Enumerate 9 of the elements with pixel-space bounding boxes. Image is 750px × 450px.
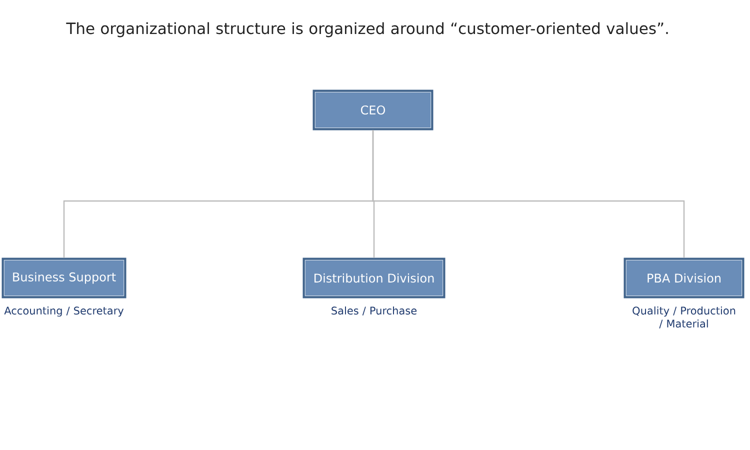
org-box: Distribution Division: [302, 258, 446, 298]
connector-line: [372, 130, 685, 258]
org-box: PBA Division: [624, 258, 744, 298]
role-caption: Quality / Production / Material: [632, 306, 736, 328]
role-caption: Accounting / Secretary: [4, 306, 124, 317]
role-caption: Sales / Purchase: [332, 306, 417, 316]
title: The organizational structure is organized around “customer-oriented values”.: [66, 22, 668, 38]
org-box: Business Support: [2, 258, 126, 298]
org-box: CEO: [312, 90, 434, 130]
